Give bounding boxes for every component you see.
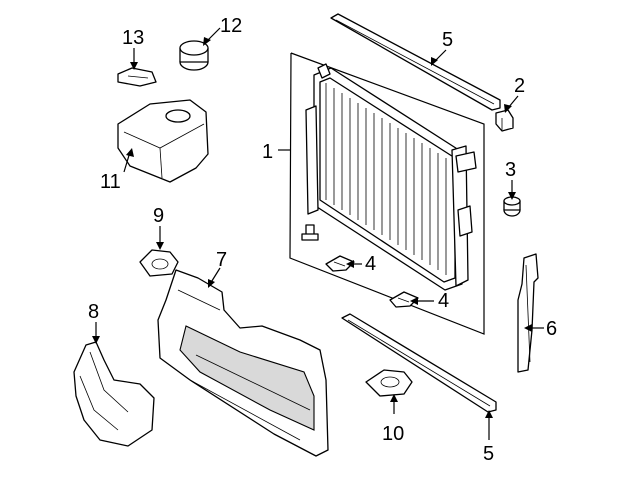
part-6-side-bracket (517, 253, 539, 373)
callout-7: 7 (216, 249, 227, 271)
part-12-cap (179, 40, 209, 71)
leader-lines (92, 27, 544, 440)
callout-1: 1 (262, 141, 273, 163)
part-13-bracket (117, 67, 157, 87)
part-7-air-duct (157, 269, 329, 457)
callout-12: 12 (220, 15, 242, 37)
part-3-grommet (503, 196, 521, 217)
callout-5-lower: 5 (483, 443, 494, 465)
part-5-lower-seal (341, 313, 497, 413)
part-8-deflector (73, 341, 155, 447)
callout-4-lower: 4 (438, 290, 449, 312)
part-10-bracket (365, 369, 413, 397)
part-5-upper-seal (330, 13, 501, 111)
callout-2: 2 (514, 75, 525, 97)
radiator-fins (325, 83, 447, 275)
callout-13: 13 (122, 27, 144, 49)
part-9-bracket (139, 249, 179, 277)
radiator-core (305, 63, 477, 291)
callout-6: 6 (546, 318, 557, 340)
callout-4-upper: 4 (365, 253, 376, 275)
part-2-clip (495, 109, 514, 132)
part-11-expansion-tank (117, 99, 209, 183)
callout-10: 10 (382, 423, 404, 445)
callout-9: 9 (153, 205, 164, 227)
callout-3: 3 (505, 159, 516, 181)
radiator-assembly-outline (289, 52, 485, 335)
callout-11: 11 (100, 171, 121, 193)
radiator-bolt (301, 224, 319, 241)
callout-8: 8 (88, 301, 99, 323)
callout-labels: 1 2 3 4 4 5 5 6 7 8 9 10 11 12 13 (88, 15, 557, 465)
callout-5-upper: 5 (442, 29, 453, 51)
